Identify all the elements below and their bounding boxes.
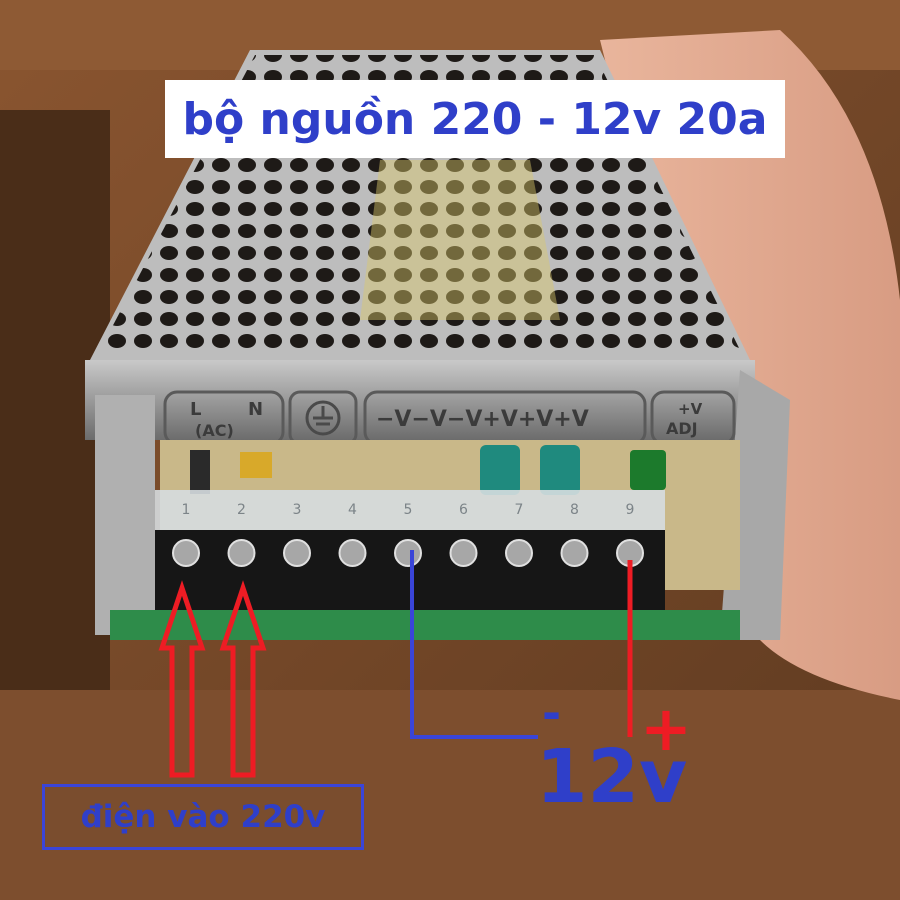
terminal-number: 4	[348, 502, 357, 518]
terminal-screw	[560, 539, 589, 567]
capacitor	[480, 445, 520, 495]
terminal-screw	[227, 539, 256, 567]
terminal-number: 7	[515, 502, 524, 518]
terminal-screws	[172, 539, 644, 567]
engraving-line: L	[190, 399, 201, 420]
input-arrow-l	[158, 580, 206, 778]
engraving-adj-bottom: ADJ	[666, 419, 698, 438]
terminal-number: 3	[293, 502, 302, 518]
terminal-number: 5	[404, 502, 413, 518]
terminal-cover	[155, 490, 665, 534]
terminal-number: 1	[182, 502, 191, 518]
input-arrow-n	[219, 580, 267, 778]
terminal-screw	[283, 539, 311, 567]
ground-icon	[305, 400, 341, 436]
minus-sign: -	[542, 686, 562, 740]
output-voltage-label: 12v	[536, 734, 688, 820]
pcb-edge	[110, 610, 740, 640]
terminal-screw	[338, 539, 367, 567]
negative-wire	[410, 550, 538, 739]
terminal-number: 6	[459, 502, 468, 518]
engraving-outputs: −V−V−V+V+V+V	[376, 407, 589, 432]
capacitor	[240, 452, 272, 478]
plus-sign: +	[640, 692, 692, 765]
input-voltage-label: điện vào 220v	[42, 784, 364, 850]
terminal-screw	[449, 539, 478, 567]
engraving-neutral: N	[248, 399, 263, 420]
engraving-ac: (AC)	[195, 421, 234, 440]
terminal-screw	[172, 539, 200, 567]
terminal-number: 9	[626, 502, 635, 518]
product-title: bộ nguồn 220 - 12v 20a	[165, 80, 785, 158]
terminal-number: 2	[237, 502, 246, 518]
engraving-adj-top: +V	[678, 400, 703, 418]
terminal-screw	[394, 539, 422, 567]
terminal-number: 8	[570, 502, 579, 518]
capacitor	[540, 445, 580, 495]
terminal-numbers: 1 2 3 4 5 6 7 8 9	[182, 502, 635, 518]
terminal-screw	[505, 539, 533, 567]
capacitor	[630, 450, 666, 490]
